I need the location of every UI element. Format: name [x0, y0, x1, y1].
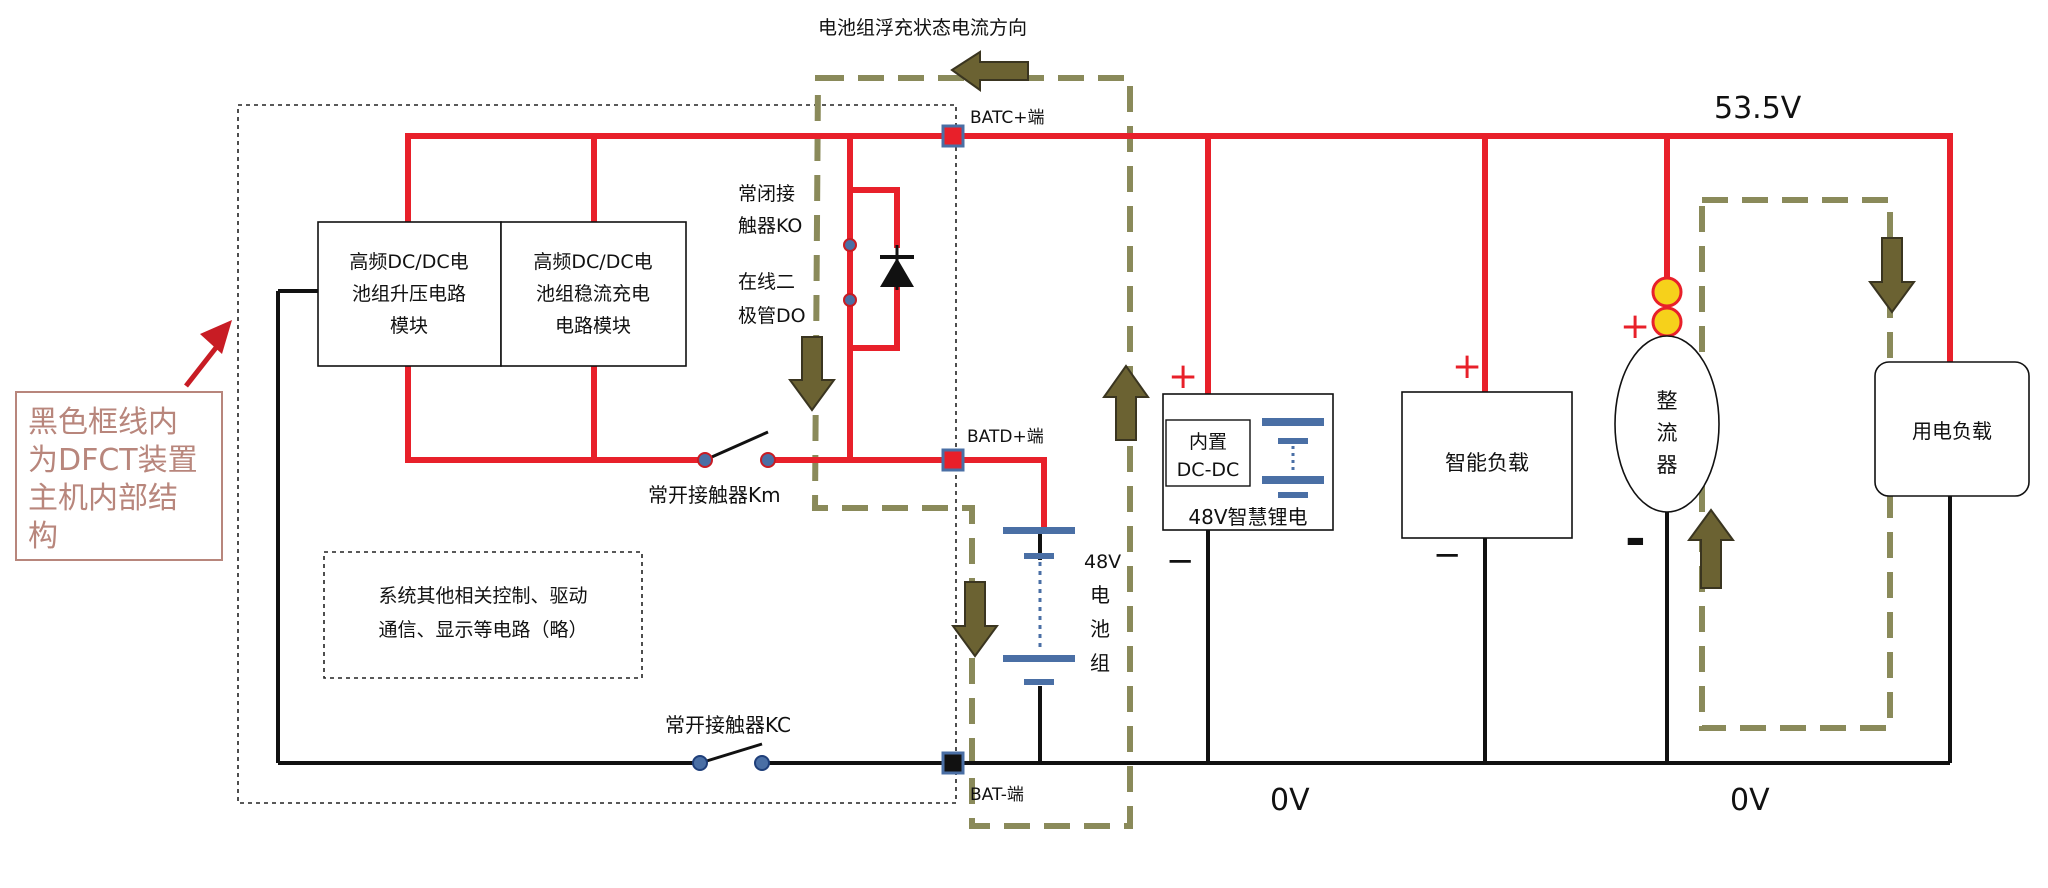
charge-module-line1: 高频DC/DC电	[533, 251, 652, 273]
boost-module-line1: 高频DC/DC电	[349, 251, 468, 273]
online-diode-do	[880, 245, 914, 290]
lithium-label: 48V智慧锂电	[1188, 505, 1307, 529]
dcdc-inner-box	[1165, 419, 1251, 487]
batc-terminal	[941, 124, 965, 148]
rectifier-label-1: 整	[1657, 389, 1678, 413]
float-arrow-down-load	[1868, 237, 1916, 314]
rectifier-label-3: 器	[1657, 453, 1678, 477]
charge-module-line2: 池组稳流充电	[536, 283, 650, 305]
callout-arrow	[184, 320, 232, 388]
ko-label-line2: 触器KO	[738, 215, 802, 237]
dcdc-battery-icon	[1262, 418, 1324, 498]
voltage-top-label: 53.5V	[1714, 91, 1802, 126]
batd-label: BATD+端	[967, 427, 1044, 447]
do-label-line1: 在线二	[738, 271, 795, 293]
rectifier-minus: -	[1625, 510, 1646, 568]
lithium-plus: +	[1168, 356, 1198, 397]
bat-minus-terminal	[941, 751, 965, 775]
boost-module-line2: 池组升压电路	[352, 283, 466, 305]
battery-group-48v	[1003, 527, 1075, 695]
float-direction-title: 电池组浮充状态电流方向	[818, 17, 1027, 39]
zero-v-left: 0V	[1270, 783, 1310, 818]
charge-module-box	[500, 221, 687, 367]
callout-line1: 黑色框线内	[28, 405, 178, 440]
callout-line2: 为DFCT装置	[28, 443, 198, 478]
batd-terminal	[941, 448, 965, 472]
callout-line4: 构	[28, 519, 58, 554]
float-arrow-left-top	[950, 50, 1029, 92]
float-current-path-left	[811, 75, 1133, 829]
smart-load-label: 智能负载	[1445, 451, 1529, 475]
nc-contactor-ko	[843, 238, 857, 307]
contactor-km	[697, 430, 776, 468]
rectifier-fuse-icon	[1651, 276, 1683, 338]
smart-load-box	[1401, 391, 1573, 539]
km-label: 常开接触器Km	[648, 483, 781, 507]
lithium-minus: −	[1166, 541, 1195, 581]
user-load-label: 用电负载	[1912, 419, 1992, 443]
float-arrow-down-battery	[951, 581, 999, 658]
battery-48v-label: 48V	[1084, 551, 1121, 573]
contactor-kc	[692, 742, 770, 771]
battery-label-c2: 池	[1090, 617, 1110, 641]
callout-box	[15, 391, 223, 561]
do-label-line2: 极管DO	[738, 305, 806, 327]
batc-label: BATC+端	[970, 108, 1044, 128]
dcdc-label-line2: DC-DC	[1177, 459, 1240, 481]
float-arrow-up-rectifier	[1687, 508, 1735, 589]
smart-load-plus: +	[1452, 346, 1482, 387]
rectifier-plus: +	[1620, 306, 1650, 347]
ko-label-line1: 常闭接	[738, 183, 795, 205]
float-arrow-down-ko	[788, 336, 836, 412]
user-load-box	[1874, 361, 2030, 497]
charge-module-line3: 电路模块	[555, 315, 631, 337]
other-circuits-line2: 通信、显示等电路（略）	[378, 619, 587, 641]
rectifier-box	[1614, 335, 1720, 513]
other-circuits-line1: 系统其他相关控制、驱动	[378, 585, 587, 607]
other-circuits-box	[323, 551, 643, 679]
battery-label-c3: 组	[1090, 651, 1110, 675]
float-current-path-right	[1699, 197, 1893, 731]
bat-minus-label: BAT-端	[970, 785, 1024, 805]
callout-line3: 主机内部结	[28, 481, 178, 516]
zero-v-right: 0V	[1730, 783, 1770, 818]
kc-label: 常开接触器KC	[665, 713, 791, 737]
boost-module-box	[317, 221, 502, 367]
battery-label-c1: 电	[1090, 583, 1110, 607]
float-arrow-up-mid	[1102, 364, 1150, 441]
smart-load-minus: −	[1433, 535, 1462, 575]
rectifier-label-2: 流	[1657, 421, 1678, 445]
dcdc-label-line1: 内置	[1189, 431, 1227, 453]
boost-module-line3: 模块	[390, 315, 428, 337]
